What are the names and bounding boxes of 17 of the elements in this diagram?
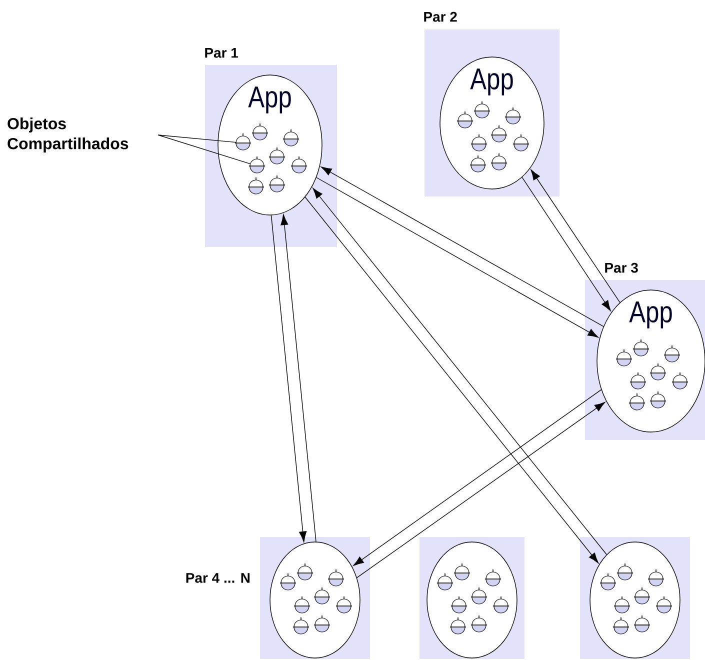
arrow [280,214,316,542]
node-label: Par 3 [605,262,638,273]
node-label: Par 2 [424,12,457,22]
object-icon [234,133,252,150]
arrow [320,166,604,327]
arrow [530,169,620,303]
arrow [316,177,598,338]
callout-text: Objetos Compartilhados [8,118,128,152]
arrow [522,176,611,312]
arrow [270,214,307,542]
node-label: Par 1 [205,48,238,58]
object-icon [248,156,266,174]
leader-line [158,134,250,164]
peer-label: Par 4 ... N [186,573,250,583]
arrow [353,389,602,566]
arrow [356,402,606,578]
leader-line [158,134,236,143]
